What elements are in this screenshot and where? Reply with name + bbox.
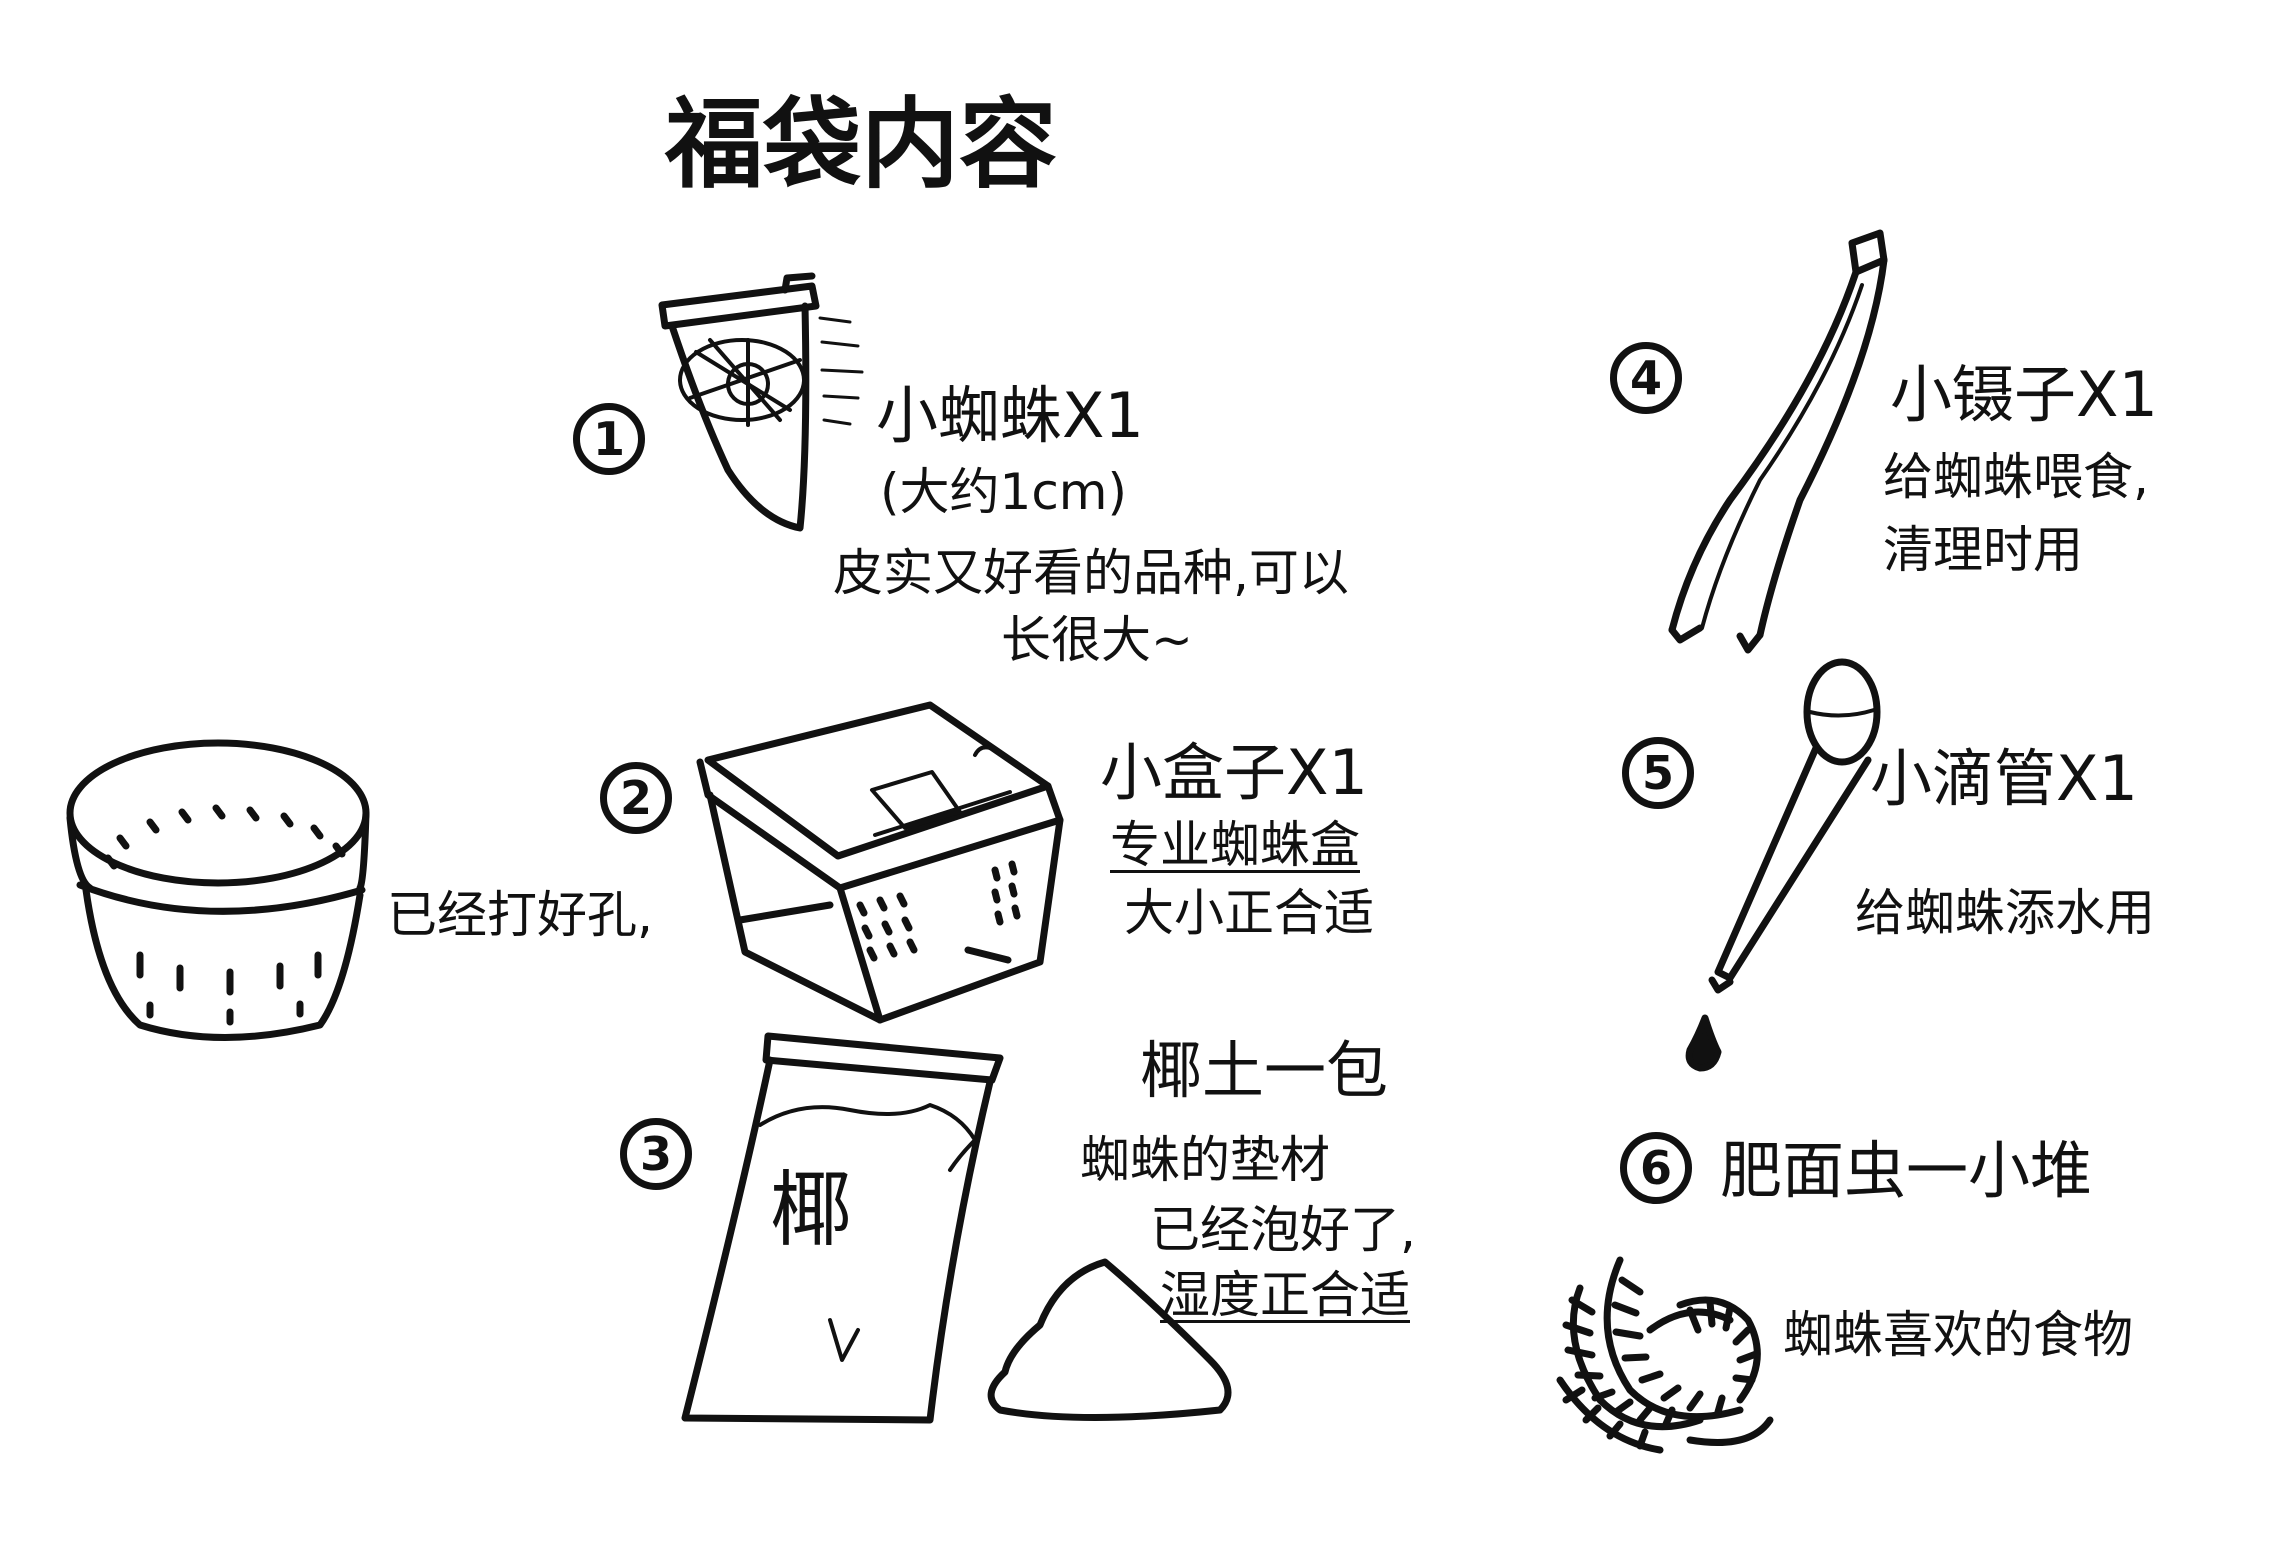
- item-1-note-3: 长很大~: [1001, 615, 1193, 665]
- item-1-name: 小蜘蛛X1: [876, 385, 1144, 447]
- item-5-name: 小滴管X1: [1870, 748, 2138, 810]
- cup-note: 已经打好孔,: [387, 890, 653, 940]
- item-6-name: 肥面虫一小堆: [1720, 1140, 2092, 1202]
- dropper-icon: [1689, 662, 1877, 1068]
- item-1-number: 1: [573, 403, 645, 475]
- soil-bag-label: 椰: [770, 1170, 852, 1252]
- item-3-note-1: 蜘蛛的垫材: [1080, 1135, 1330, 1185]
- item-2-name: 小盒子X1: [1100, 742, 1368, 804]
- item-3-note-3: 湿度正合适: [1160, 1270, 1410, 1320]
- item-4-note-2: 清理时用: [1883, 525, 2083, 575]
- page-title: 福袋内容: [665, 96, 1057, 194]
- item-3-number: 3: [620, 1118, 692, 1190]
- item-3-note-2: 已经泡好了,: [1150, 1205, 1416, 1255]
- item-6-number: 6: [1620, 1132, 1692, 1204]
- cup-icon: [70, 743, 366, 1038]
- item-4-number: 4: [1610, 342, 1682, 414]
- item-1-note-2: 皮实又好看的品种,可以: [833, 548, 1349, 598]
- vial-icon: [662, 276, 862, 528]
- mealworm-icon: [1560, 1260, 1770, 1450]
- item-1-note-1: (大约1cm): [880, 467, 1127, 517]
- item-4-name: 小镊子X1: [1890, 364, 2158, 426]
- item-6-note-1: 蜘蛛喜欢的食物: [1783, 1310, 2133, 1360]
- item-5-note-1: 给蜘蛛添水用: [1855, 888, 2155, 938]
- item-2-number: 2: [600, 762, 672, 834]
- item-3-name: 椰土一包: [1140, 1040, 1388, 1102]
- tweezers-icon: [1672, 233, 1884, 650]
- item-5-number: 5: [1622, 737, 1694, 809]
- item-2-note-1: 专业蜘蛛盒: [1110, 820, 1360, 870]
- box-icon: [700, 705, 1060, 1020]
- item-4-note-1: 给蜘蛛喂食,: [1883, 452, 2149, 502]
- item-2-note-2: 大小正合适: [1124, 888, 1374, 938]
